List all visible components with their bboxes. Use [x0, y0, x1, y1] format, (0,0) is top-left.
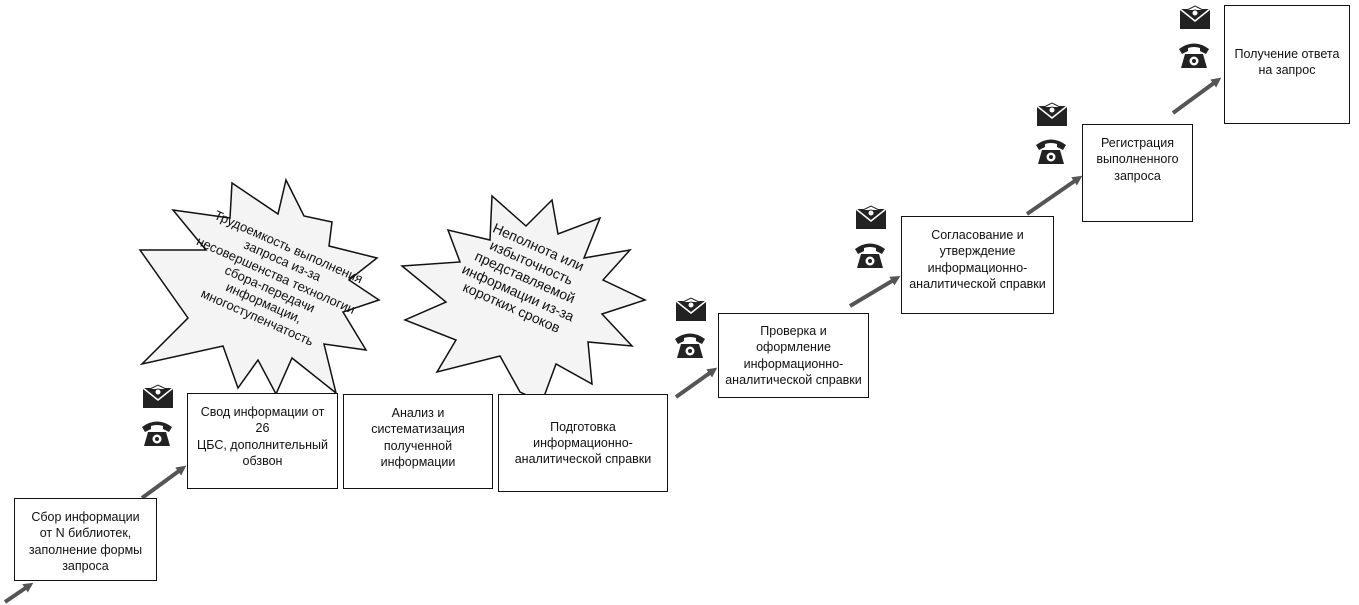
email-envelope-icon: [675, 297, 707, 322]
step-box-7: Регистрация выполненного запроса: [1082, 124, 1193, 222]
email-envelope-icon: [1036, 102, 1068, 127]
arrow-0: [3, 582, 34, 604]
step-label-4: Подготовка информационно- аналитической …: [514, 419, 652, 467]
telephone-icon: [1179, 43, 1209, 68]
step-label-5: Проверка и оформление информационно- ана…: [725, 324, 862, 387]
step-box-2: Свод информации от 26 ЦБС, дополнительны…: [187, 393, 338, 489]
step-box-1: Сбор информации от N библиотек, заполнен…: [14, 498, 157, 581]
step-label-1: Сбор информации от N библиотек, заполнен…: [28, 510, 143, 573]
step-box-3: Анализ и систематизация полученной инфор…: [343, 394, 493, 489]
problem-burst-2: [400, 194, 648, 404]
email-envelope-icon: [142, 384, 174, 409]
telephone-icon: [1036, 139, 1066, 164]
telephone-icon: [675, 333, 705, 358]
step-box-4: Подготовка информационно- аналитической …: [498, 394, 668, 492]
email-envelope-icon: [855, 205, 887, 230]
step-label-8: Получение ответа на запрос: [1234, 47, 1340, 78]
arrow-5: [1171, 77, 1222, 115]
step-label-3: Анализ и систематизация полученной инфор…: [371, 406, 465, 469]
arrow-3: [848, 275, 901, 308]
step-box-8: Получение ответа на запрос: [1224, 5, 1350, 124]
arrow-4: [1025, 175, 1083, 216]
email-envelope-icon: [1179, 5, 1211, 30]
step-label-2: Свод информации от 26 ЦБС, дополнительны…: [197, 405, 328, 468]
step-label-6: Согласование и утверждение информационно…: [909, 228, 1046, 291]
telephone-icon: [142, 421, 172, 446]
arrow-2: [674, 367, 718, 399]
arrow-1: [140, 465, 187, 500]
telephone-icon: [855, 243, 885, 268]
step-box-5: Проверка и оформление информационно- ана…: [718, 313, 869, 398]
step-box-6: Согласование и утверждение информационно…: [901, 216, 1054, 314]
step-label-7: Регистрация выполненного запроса: [1096, 136, 1179, 183]
